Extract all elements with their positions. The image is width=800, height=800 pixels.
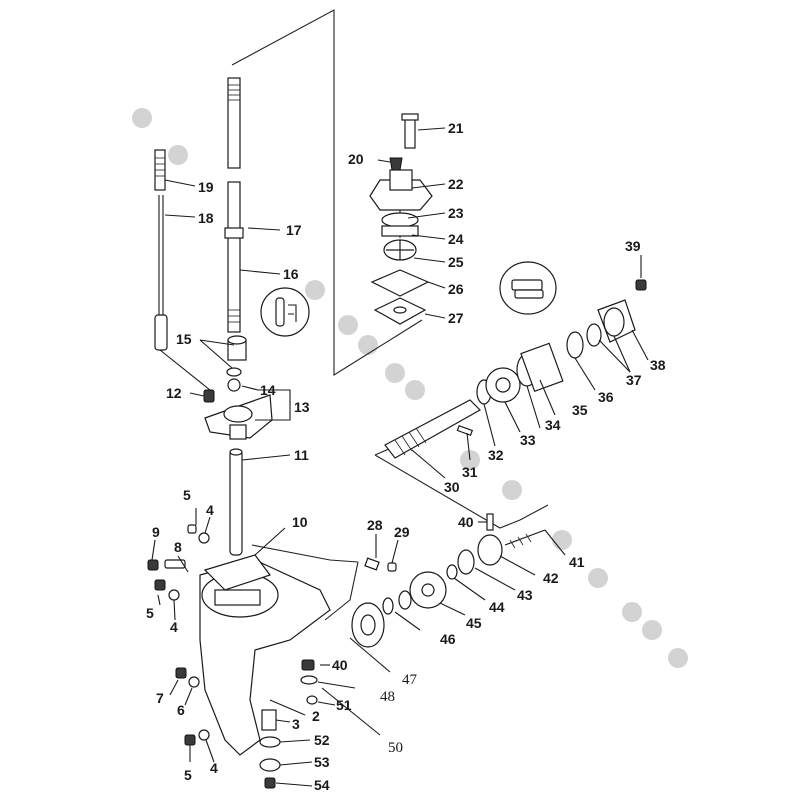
- label-13: 13: [294, 399, 310, 415]
- label-36: 36: [598, 389, 614, 405]
- label-23: 23: [448, 205, 464, 221]
- label-4-mid: 4: [170, 619, 178, 635]
- watermark-dots: [132, 108, 688, 668]
- label-25: 25: [448, 254, 464, 270]
- label-4-bottom: 4: [210, 760, 218, 776]
- label-40-bottom: 40: [332, 657, 348, 673]
- label-41: 41: [569, 554, 585, 570]
- forward-gear-assembly: [351, 513, 546, 648]
- label-14: 14: [260, 382, 276, 398]
- label-44: 44: [489, 599, 505, 615]
- label-51: 51: [336, 697, 352, 713]
- label-4-top: 4: [206, 502, 214, 518]
- label-6: 6: [177, 702, 185, 718]
- fasteners-left: [147, 524, 210, 746]
- shift-rod: [154, 149, 211, 391]
- label-21: 21: [448, 120, 464, 136]
- label-50: 50: [388, 740, 403, 756]
- label-33: 33: [520, 432, 536, 448]
- label-19: 19: [198, 179, 214, 195]
- label-30: 30: [444, 479, 460, 495]
- label-37: 37: [626, 372, 642, 388]
- key-detail-inset: [499, 261, 557, 315]
- leader-lines: [151, 127, 649, 787]
- label-22: 22: [448, 176, 464, 192]
- label-5-top: 5: [183, 487, 191, 503]
- gearcase-housing: [199, 554, 331, 789]
- pin-detail-inset: [260, 287, 310, 337]
- label-16: 16: [283, 266, 299, 282]
- label-18: 18: [198, 210, 214, 226]
- label-2: 2: [312, 708, 320, 724]
- water-pump: [369, 113, 433, 325]
- label-17: 17: [286, 222, 302, 238]
- label-9: 9: [152, 524, 160, 540]
- part-labels: 21 20 19 22 18 23 17 24 39 16 25 26 27 1…: [146, 120, 666, 793]
- label-29: 29: [394, 524, 410, 540]
- label-40-top: 40: [458, 514, 474, 530]
- label-7: 7: [156, 690, 164, 706]
- label-32: 32: [488, 447, 504, 463]
- label-26: 26: [448, 281, 464, 297]
- label-48: 48: [380, 689, 395, 705]
- label-47: 47: [402, 672, 418, 688]
- label-24: 24: [448, 231, 464, 247]
- label-45: 45: [466, 615, 482, 631]
- label-20: 20: [348, 151, 364, 167]
- label-42: 42: [543, 570, 559, 586]
- label-12: 12: [166, 385, 182, 401]
- label-15: 15: [176, 331, 192, 347]
- label-5-bottom: 5: [184, 767, 192, 783]
- label-38: 38: [650, 357, 666, 373]
- label-31: 31: [462, 464, 478, 480]
- drive-shaft: [224, 77, 244, 333]
- label-27: 27: [448, 310, 464, 326]
- label-35: 35: [572, 402, 588, 418]
- label-8: 8: [174, 539, 182, 555]
- label-28: 28: [367, 517, 383, 533]
- propeller-shaft-assembly: [384, 279, 647, 459]
- label-34: 34: [545, 417, 561, 433]
- label-54: 54: [314, 777, 330, 793]
- label-5-mid: 5: [146, 605, 154, 621]
- water-tube: [229, 448, 243, 556]
- label-3: 3: [292, 716, 300, 732]
- label-43: 43: [517, 587, 533, 603]
- label-39: 39: [625, 238, 641, 254]
- label-52: 52: [314, 732, 330, 748]
- label-11: 11: [294, 447, 309, 463]
- label-53: 53: [314, 754, 330, 770]
- label-46: 46: [440, 631, 456, 647]
- label-10: 10: [292, 514, 308, 530]
